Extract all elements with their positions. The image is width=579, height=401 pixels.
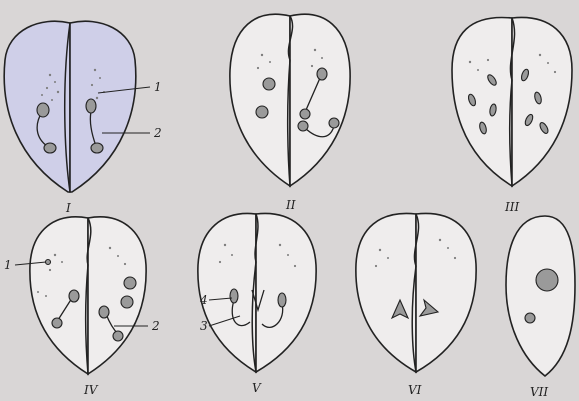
figure-iv-dot-1	[46, 260, 51, 265]
figure-iv-blob-1	[124, 277, 136, 289]
figure-iii: III	[452, 17, 572, 214]
figure-i-left-knob-bottom	[44, 143, 56, 153]
figure-ii-knob-curve-right	[329, 118, 339, 128]
figure-iv-blob-2	[121, 296, 133, 308]
figure-i-label: I	[65, 201, 71, 215]
figure-vii-label: VII	[530, 385, 548, 399]
figure-vii: VII	[506, 216, 575, 399]
figure-v-callout-3: 3	[200, 319, 208, 333]
figure-i: 1 2 I	[4, 21, 161, 215]
figure-vi-label: VI	[408, 383, 422, 397]
figure-iv-label: IV	[83, 383, 99, 397]
figure-v-label: V	[252, 381, 262, 395]
figure-iv-callout-2: 2	[151, 319, 160, 333]
figure-iii-right-cell	[512, 17, 572, 186]
figure-iv: 1 2 IV	[4, 217, 160, 397]
figure-iv-left-knob-bottom	[52, 318, 62, 328]
figure-iii-label: III	[504, 200, 519, 214]
figure-ii-knob-diag-bottom	[300, 109, 310, 119]
figure-vii-small-nucleus	[525, 313, 535, 323]
figure-i-left-cell	[4, 21, 70, 192]
figure-ii-blob-lower	[256, 106, 268, 118]
figure-vii-large-nucleus	[536, 269, 558, 291]
figure-iv-right-knob-top	[99, 306, 109, 318]
figure-ii-knob-curve-left	[298, 121, 308, 131]
figure-vi: VI	[356, 213, 476, 397]
figure-vii-cell	[506, 216, 575, 376]
figure-vi-right-cell	[416, 213, 476, 372]
figure-iv-right-cell	[88, 217, 146, 374]
figure-ii-right-cell	[290, 14, 350, 186]
figure-ii: II	[230, 14, 350, 212]
figure-i-callout-1: 1	[154, 80, 162, 94]
figure-ii-label: II	[285, 198, 296, 212]
figure-ii-left-cell	[230, 14, 290, 186]
figure-i-right-knob-top	[86, 99, 96, 113]
figure-ii-blob-upper	[263, 78, 275, 90]
figure-i-callout-2: 2	[153, 126, 162, 140]
figure-v: 4 3 V	[198, 213, 316, 395]
figure-i-right-cell	[70, 21, 136, 192]
figure-iv-callout-1: 1	[4, 258, 12, 272]
figure-vi-left-cell	[356, 213, 416, 372]
figure-ii-knob-diag-top	[317, 68, 327, 80]
figure-i-right-knob-bottom	[91, 143, 103, 153]
figure-iii-left-cell	[452, 17, 512, 186]
figure-i-left-knob-top	[37, 103, 49, 117]
figure-v-right-knob	[278, 293, 286, 307]
figure-iv-left-knob-top	[69, 290, 79, 302]
figure-v-callout-4: 4	[199, 293, 208, 307]
figure-iv-right-knob-bottom	[113, 331, 123, 341]
figure-v-left-knob	[230, 289, 238, 303]
figure-v-right-cell	[256, 213, 316, 372]
